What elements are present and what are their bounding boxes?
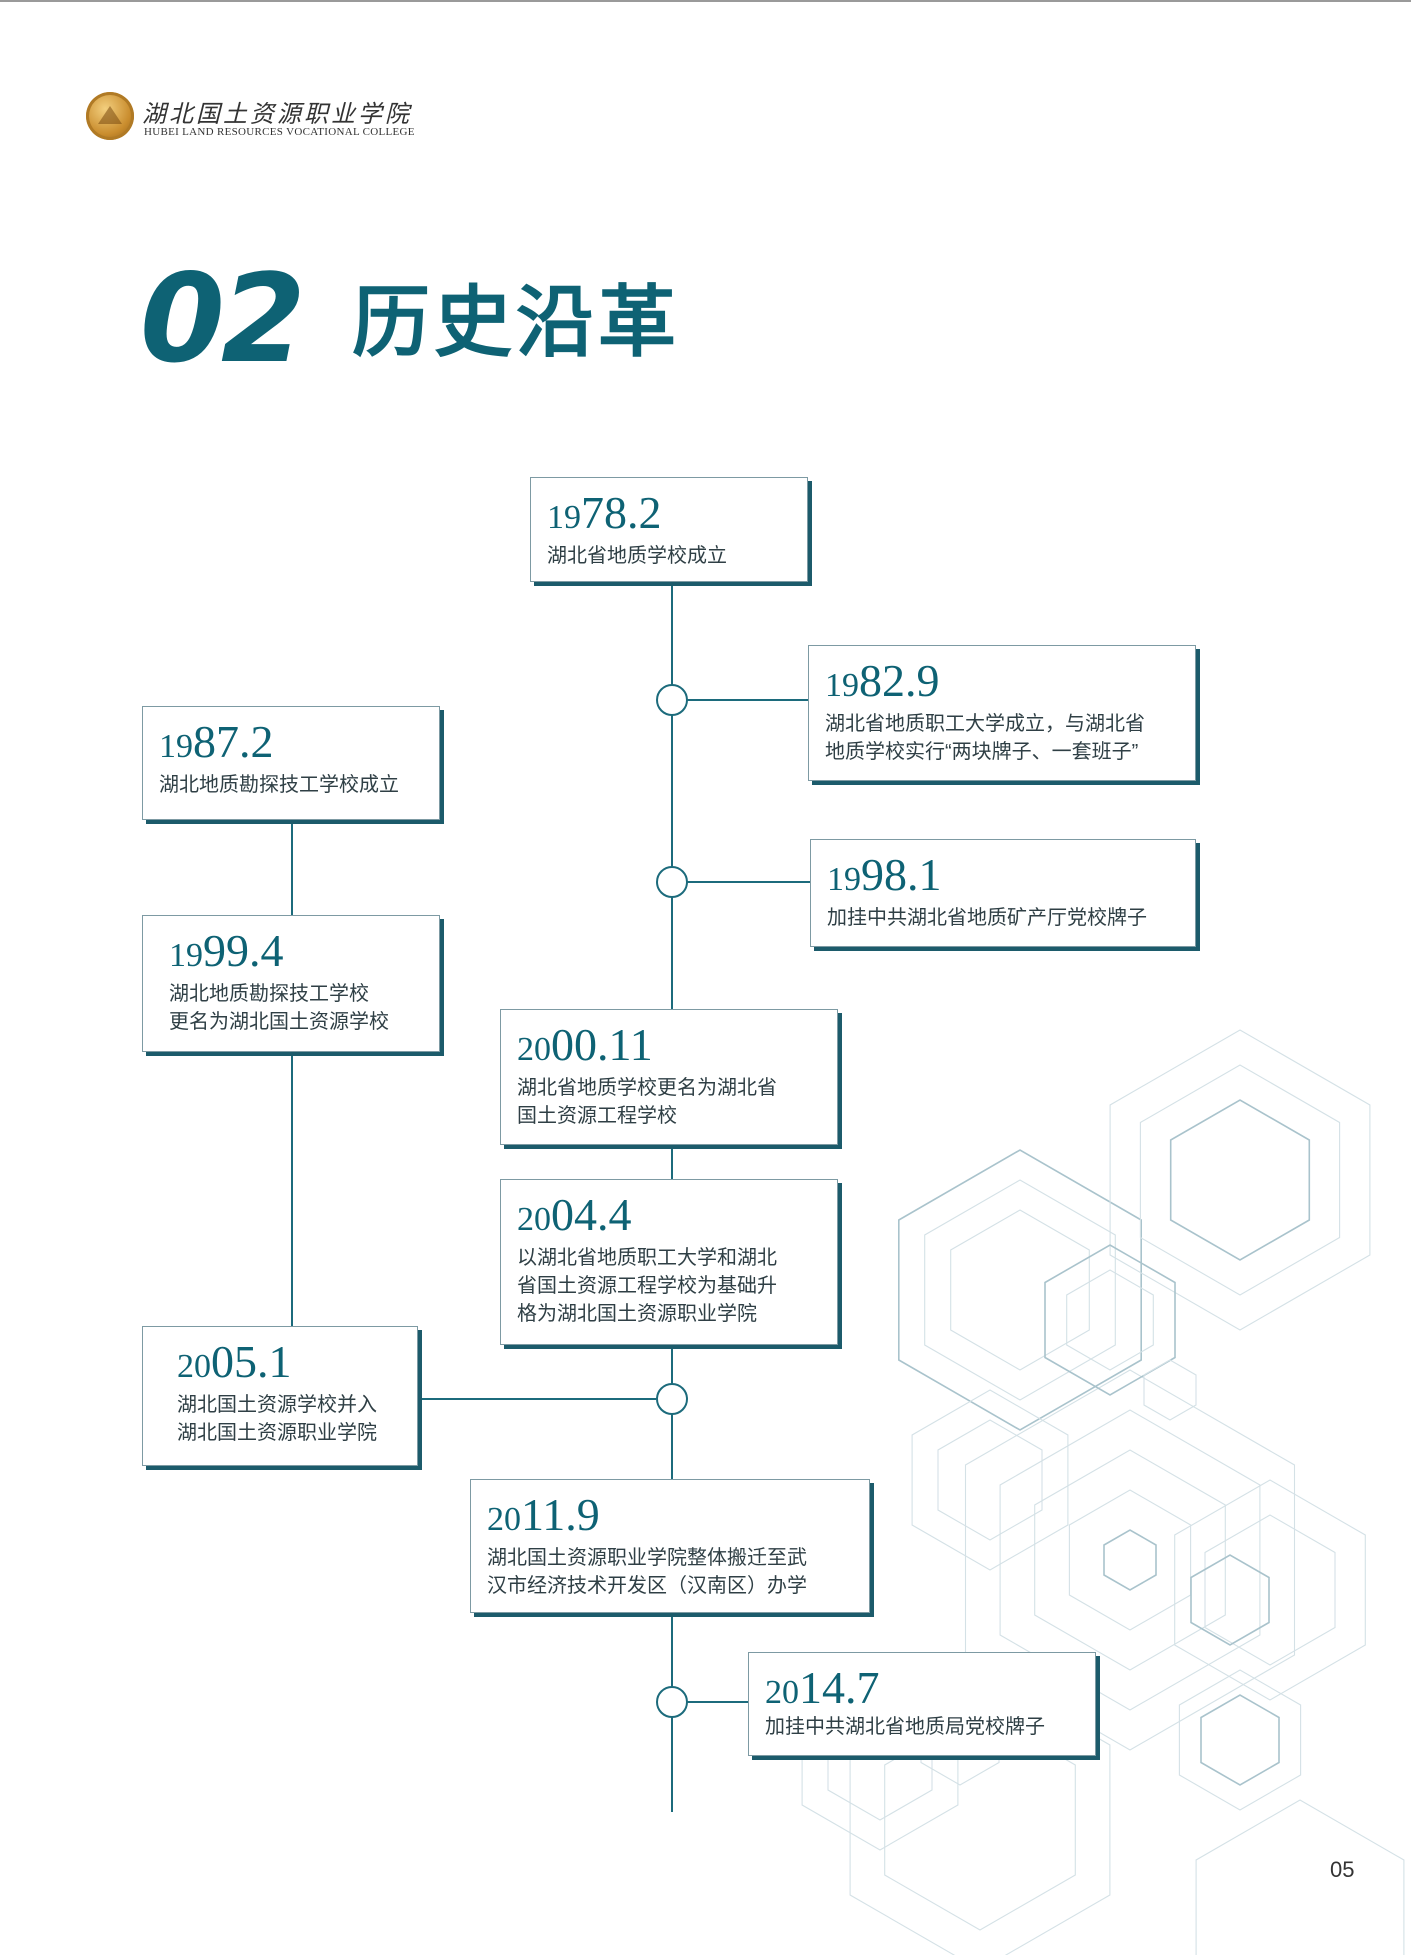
timeline-date: 2014.7 [765,1662,880,1713]
hexagon-decoration [1204,1514,1336,1666]
hexagon-decoration [1143,1359,1197,1421]
timeline-desc: 湖北地质勘探技工学校成立 [159,774,399,796]
section-title: 历史沿革 [352,277,681,368]
timeline-date: 1982.9 [825,655,940,706]
timeline-card-1987: 1987.2 湖北地质勘探技工学校成立 [142,706,440,820]
section-number: 02 [140,248,306,390]
school-logo: 湖北国土资源职业学院 HUBEI LAND RESOURCES VOCATION… [86,88,486,148]
timeline-desc: 加挂中共湖北省地质局党校牌子 [765,1716,1045,1738]
timeline-desc: 加挂中共湖北省地质矿产厅党校牌子 [827,907,1147,929]
timeline-card-1998: 1998.1 加挂中共湖北省地质矿产厅党校牌子 [810,839,1196,947]
timeline-desc: 湖北省地质学校更名为湖北省 国土资源工程学校 [517,1077,777,1127]
hexagon-decoration [1044,1244,1176,1396]
hexagon-decoration [1178,1669,1302,1811]
hexagon-decoration [924,1179,1116,1401]
timeline-node-2005 [656,1383,688,1415]
hexagon-decoration [1103,1529,1157,1591]
top-rule [0,0,1411,2]
school-name-en: HUBEI LAND RESOURCES VOCATIONAL COLLEGE [144,126,415,138]
hexagon-decoration [1139,1064,1341,1296]
timeline-card-2000: 2000.11 湖北省地质学校更名为湖北省 国土资源工程学校 [500,1009,838,1145]
timeline-card-1982: 1982.9 湖北省地质职工大学成立，与湖北省 地质学校实行“两块牌子、一套班子… [808,645,1196,781]
hexagon-decoration [884,1709,1076,1931]
timeline-desc: 湖北国土资源学校并入 湖北国土资源职业学院 [177,1394,377,1444]
hexagon-decoration [964,1369,1296,1751]
hexagon-decoration [1174,1479,1366,1701]
hexagon-decoration [937,1419,1043,1541]
hexagon-decoration [1034,1449,1226,1671]
hexagon-decoration [950,1209,1090,1371]
hexagon-decoration [911,1389,1069,1571]
timeline-desc: 湖北省地质职工大学成立，与湖北省 地质学校实行“两块牌子、一套班子” [825,713,1145,763]
timeline-card-2014: 2014.7 加挂中共湖北省地质局党校牌子 [748,1652,1096,1756]
timeline-desc: 湖北国土资源职业学院整体搬迁至武 汉市经济技术开发区（汉南区）办学 [487,1547,807,1597]
hexagon-decoration [1068,1489,1192,1631]
hexagon-decoration [1190,1554,1270,1646]
timeline-date: 2004.4 [517,1189,632,1240]
timeline-date: 2005.1 [177,1336,292,1387]
timeline-date: 2011.9 [487,1489,600,1540]
hexagon-decoration [1200,1694,1280,1786]
school-emblem-icon [86,92,134,140]
hexagon-decoration [1066,1269,1154,1371]
school-name-cn: 湖北国土资源职业学院 [142,100,412,128]
timeline-card-2004: 2004.4 以湖北省地质职工大学和湖北 省国土资源工程学校为基础升 格为湖北国… [500,1179,838,1345]
timeline-desc: 湖北地质勘探技工学校 更名为湖北国土资源学校 [169,983,389,1033]
timeline-card-2005: 2005.1 湖北国土资源学校并入 湖北国土资源职业学院 [142,1326,418,1466]
hexagon-decoration [1195,1799,1405,1955]
timeline-card-2011: 2011.9 湖北国土资源职业学院整体搬迁至武 汉市经济技术开发区（汉南区）办学 [470,1479,870,1613]
timeline-date: 2000.11 [517,1019,653,1070]
timeline-date: 1987.2 [159,716,274,767]
timeline-date: 1978.2 [547,487,662,538]
hexagon-decoration [1169,1099,1311,1261]
timeline-desc: 以湖北省地质职工大学和湖北 省国土资源工程学校为基础升 格为湖北国土资源职业学院 [517,1247,777,1325]
timeline-node-2014 [656,1686,688,1718]
timeline-node-1998 [656,866,688,898]
timeline-node-1982 [656,684,688,716]
page-number: 05 [1330,1857,1355,1882]
timeline-date: 1998.1 [827,849,942,900]
timeline-card-1978: 1978.2 湖北省地质学校成立 [530,477,808,582]
timeline-desc: 湖北省地质学校成立 [547,545,727,567]
hexagon-decoration [897,1149,1142,1431]
timeline-date: 1999.4 [169,925,284,976]
hexagon-decoration [1109,1029,1371,1331]
hexagon-decoration [999,1409,1261,1711]
timeline-card-1999: 1999.4 湖北地质勘探技工学校 更名为湖北国土资源学校 [142,915,440,1052]
